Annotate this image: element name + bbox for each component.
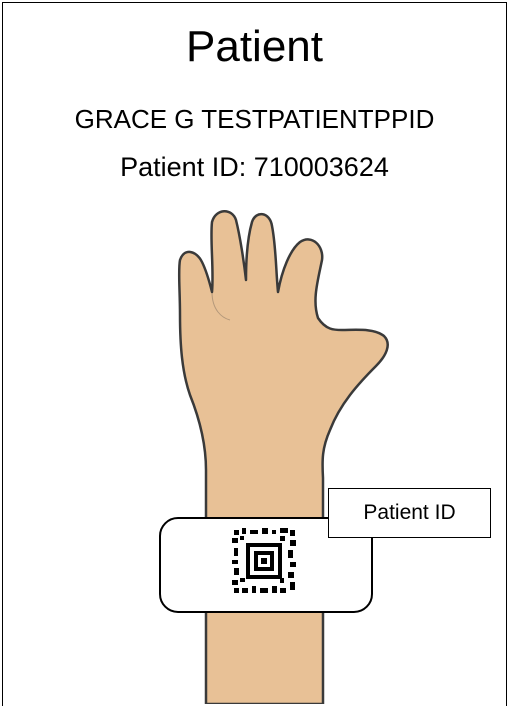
patient-id-label: Patient ID [328,488,491,538]
2d-barcode-icon [232,528,296,594]
hand-icon [179,211,388,704]
